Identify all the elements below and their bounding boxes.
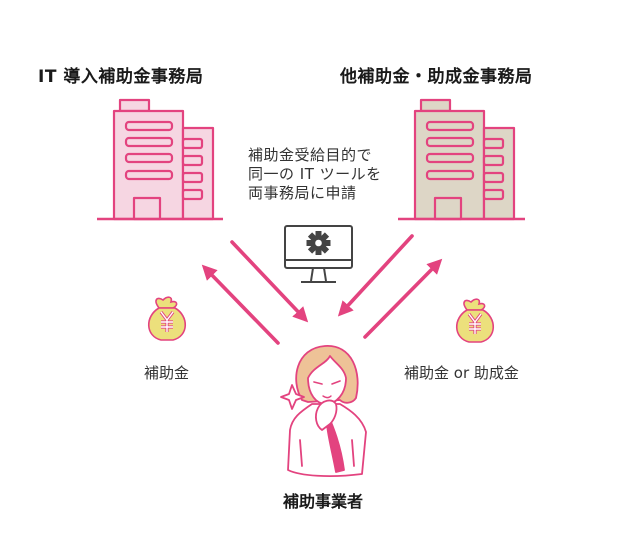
left-money-label: 補助金 bbox=[144, 364, 190, 382]
arrow-icon bbox=[201, 264, 280, 345]
arrow-icon bbox=[230, 240, 309, 323]
description-line: 両事務局に申請 bbox=[248, 184, 357, 202]
right-money-label: 補助金 or 助成金 bbox=[404, 364, 519, 382]
left-office-title: IT 導入補助金事務局 bbox=[38, 67, 204, 87]
arrow-icon bbox=[363, 258, 443, 339]
description-line: 同一の IT ツールを bbox=[248, 165, 382, 183]
applicant-label: 補助事業者 bbox=[283, 492, 364, 511]
right-office-title: 他補助金・助成金事務局 bbox=[340, 67, 533, 87]
arrow-icon bbox=[337, 234, 414, 317]
center-description: 補助金受給目的で 同一の IT ツールを 両事務局に申請 bbox=[248, 146, 382, 203]
description-line: 補助金受給目的で bbox=[248, 146, 373, 164]
